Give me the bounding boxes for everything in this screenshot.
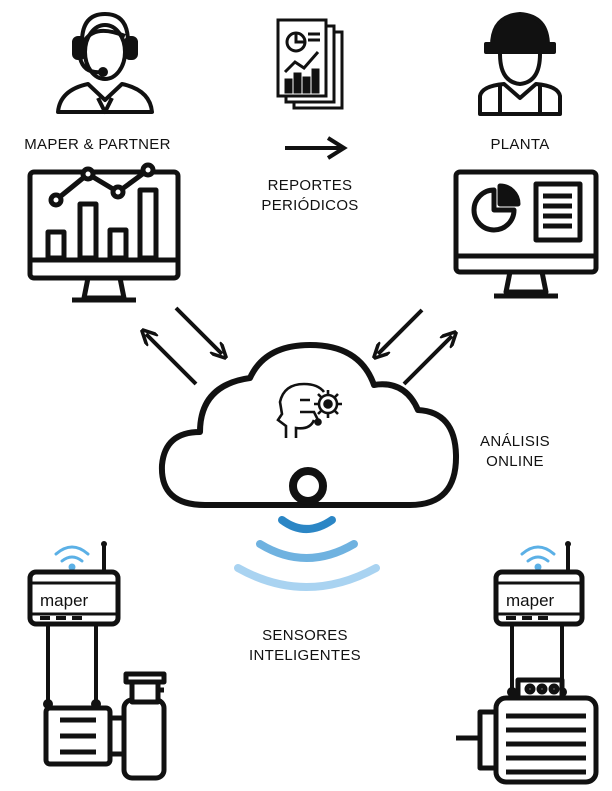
analysis-label-line1: ANÁLISIS (480, 433, 550, 450)
signal-wave-outer (234, 564, 380, 591)
ai-head-gear-icon (276, 382, 342, 438)
left-exchange-arrows (146, 306, 222, 386)
electric-motor-icon (456, 677, 599, 785)
device-brand-right: maper (506, 591, 555, 610)
sensors-label-line1: SENSORES (262, 627, 348, 644)
wifi-icon (520, 545, 556, 571)
reports-document-icon (276, 18, 344, 110)
dashboard-monitor-icon (453, 169, 599, 299)
analytics-monitor-icon (27, 162, 181, 303)
maper-partner-label: MAPER & PARTNER (24, 136, 171, 153)
sensor-device-icon: maper (493, 541, 585, 697)
cloud-node-ring (289, 467, 327, 505)
reports-arrow (285, 136, 348, 160)
sensors-label-line2: INTELIGENTES (249, 647, 361, 664)
sensor-device-icon: maper (27, 541, 121, 709)
headset-person-icon (56, 12, 154, 114)
analysis-label-line2: ONLINE (486, 453, 544, 470)
reports-label-line1: REPORTES (267, 177, 353, 194)
wifi-icon (54, 545, 90, 571)
reports-label: REPORTES PERIÓDICOS (235, 176, 385, 216)
signal-wave-middle (256, 540, 358, 562)
analysis-label: ANÁLISIS ONLINE (460, 432, 570, 472)
signal-waves (234, 516, 380, 591)
engineer-helmet-icon (478, 12, 562, 116)
sensors-label: SENSORES INTELIGENTES (225, 626, 385, 666)
device-brand-left: maper (40, 591, 89, 610)
signal-wave-inner (278, 516, 336, 533)
right-exchange-arrows (378, 308, 452, 386)
reports-label-line2: PERIÓDICOS (261, 197, 359, 214)
cloud-ai-icon (158, 342, 460, 508)
planta-label: PLANTA (490, 136, 550, 153)
pump-icon (43, 671, 167, 781)
